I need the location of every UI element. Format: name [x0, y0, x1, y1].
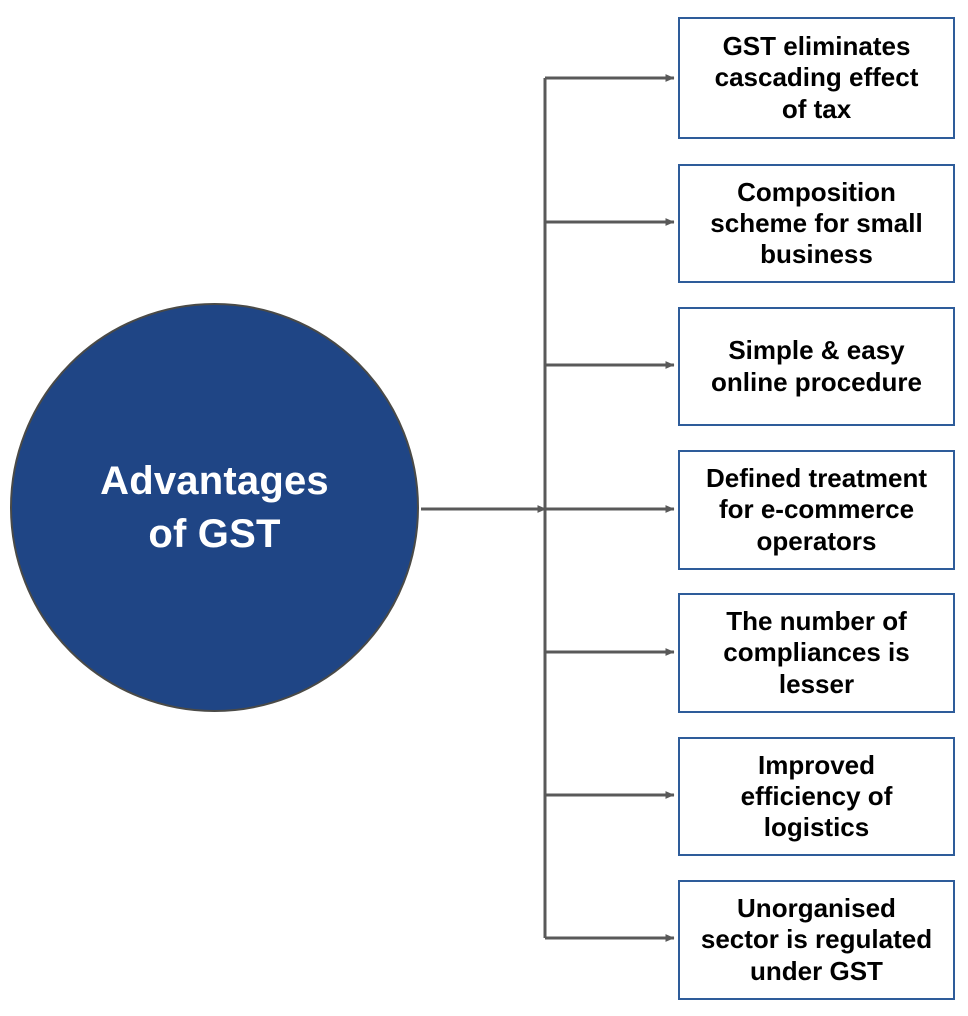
- node-box-ecommerce-operators[interactable]: Defined treatment for e-commerce operato…: [678, 450, 955, 570]
- node-box-unorganised-sector[interactable]: Unorganised sector is regulated under GS…: [678, 880, 955, 1000]
- node-label-ecommerce-operators: Defined treatment for e-commerce operato…: [705, 463, 928, 556]
- node-label-cascading-effect: GST eliminates cascading effect of tax: [714, 31, 919, 124]
- node-label-unorganised-sector: Unorganised sector is regulated under GS…: [700, 893, 933, 986]
- node-box-online-procedure[interactable]: Simple & easy online procedure: [678, 307, 955, 426]
- hub-node-label: Advantages of GST: [100, 458, 329, 556]
- node-label-online-procedure: Simple & easy online procedure: [711, 335, 922, 397]
- node-label-logistics-efficiency: Improved efficiency of logistics: [740, 749, 893, 843]
- node-box-composition-scheme[interactable]: Composition scheme for small business: [678, 164, 955, 283]
- node-box-cascading-effect[interactable]: GST eliminates cascading effect of tax: [678, 17, 955, 139]
- node-box-logistics-efficiency[interactable]: Improved efficiency of logistics: [678, 737, 955, 856]
- node-box-fewer-compliances[interactable]: The number of compliances is lesser: [678, 593, 955, 713]
- node-label-fewer-compliances: The number of compliances is lesser: [723, 606, 910, 699]
- node-label-composition-scheme: Composition scheme for small business: [710, 176, 923, 270]
- hub-node-advantages-of-gst[interactable]: Advantages of GST: [10, 303, 419, 712]
